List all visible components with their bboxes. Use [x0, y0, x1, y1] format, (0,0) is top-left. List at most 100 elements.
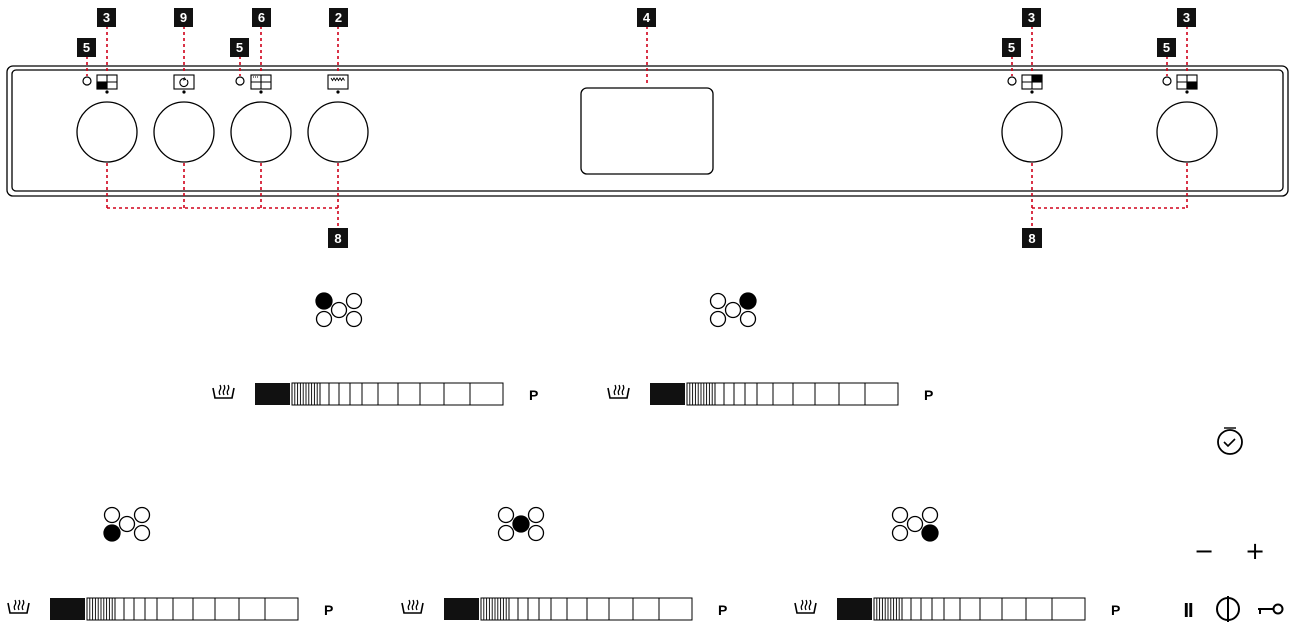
power-level-segment[interactable] [319, 382, 330, 406]
power-row-center[interactable]: P [401, 597, 727, 621]
knob-left-2[interactable] [153, 101, 215, 163]
power-level-segment[interactable] [756, 382, 774, 406]
pause-button[interactable]: II [1183, 600, 1194, 622]
svg-text:2: 2 [335, 10, 342, 25]
power-level-segment[interactable] [192, 597, 216, 621]
power-level-segment[interactable] [723, 382, 735, 406]
power-level-segment[interactable] [550, 597, 568, 621]
power-level-segment[interactable] [931, 597, 945, 621]
booster-segment[interactable] [444, 598, 479, 620]
burner-front-right-icon [1176, 74, 1198, 90]
power-level-segment[interactable] [156, 597, 174, 621]
power-level-segment[interactable] [959, 597, 981, 621]
power-level-segment[interactable] [733, 382, 746, 406]
callout-5-b: 5 [230, 38, 249, 57]
low-level-segments[interactable] [480, 597, 510, 621]
plus-button[interactable]: + [1245, 537, 1265, 565]
power-level-segment[interactable] [419, 382, 445, 406]
minus-button[interactable]: − [1194, 537, 1214, 565]
power-boost-label[interactable]: P [324, 602, 333, 618]
booster-segment[interactable] [255, 383, 290, 405]
power-level-segment[interactable] [144, 597, 158, 621]
low-level-segments[interactable] [873, 597, 903, 621]
power-level-segment[interactable] [338, 382, 351, 406]
knob-right-1[interactable] [1001, 101, 1063, 163]
power-row-back-left[interactable]: P [7, 597, 333, 621]
low-level-segments[interactable] [686, 382, 716, 406]
power-level-segment[interactable] [172, 597, 194, 621]
power-level-segment[interactable] [714, 382, 725, 406]
knob-left-3[interactable] [230, 101, 292, 163]
power-level-segment[interactable] [517, 597, 529, 621]
power-level-segment[interactable] [658, 597, 693, 621]
power-level-segment[interactable] [214, 597, 240, 621]
power-level-segment[interactable] [114, 597, 125, 621]
power-level-segment[interactable] [123, 597, 135, 621]
knob-left-1[interactable] [76, 101, 138, 163]
power-boost-label[interactable]: P [924, 387, 933, 403]
callout-8-left: 8 [328, 228, 348, 248]
power-level-segment[interactable] [1025, 597, 1053, 621]
power-level-segment[interactable] [979, 597, 1003, 621]
power-level-segment[interactable] [1051, 597, 1086, 621]
power-level-segment[interactable] [328, 382, 340, 406]
low-level-segments[interactable] [291, 382, 321, 406]
control-panel-frame [6, 65, 1289, 197]
indicator-light-2 [235, 76, 245, 86]
power-level-segment[interactable] [632, 597, 660, 621]
power-level-segment[interactable] [1001, 597, 1027, 621]
callout-3-right-1: 3 [1022, 8, 1041, 27]
power-level-segment[interactable] [361, 382, 379, 406]
power-level-segment[interactable] [920, 597, 933, 621]
display-screen [580, 87, 714, 175]
power-level-segment[interactable] [586, 597, 610, 621]
power-level-segment[interactable] [133, 597, 146, 621]
callout-9: 9 [174, 8, 193, 27]
power-icon[interactable] [1216, 596, 1240, 622]
low-level-segments[interactable] [86, 597, 116, 621]
svg-text:5: 5 [236, 40, 243, 55]
callout-2: 2 [329, 8, 348, 27]
power-level-segment[interactable] [910, 597, 922, 621]
callout-3-left: 3 [97, 8, 116, 27]
knob-right-2[interactable] [1156, 101, 1218, 163]
power-level-segment[interactable] [538, 597, 552, 621]
power-row-front-right[interactable]: P [794, 597, 1120, 621]
power-level-segment[interactable] [864, 382, 899, 406]
burner-back-right-icon [1021, 74, 1043, 90]
power-level-segment[interactable] [744, 382, 758, 406]
power-level-segment[interactable] [608, 597, 634, 621]
power-row-front-left[interactable]: P [212, 382, 538, 406]
callout-3-right-2: 3 [1177, 8, 1196, 27]
power-level-segment[interactable] [943, 597, 961, 621]
timer-clock-icon[interactable] [1217, 427, 1243, 455]
power-level-segment[interactable] [508, 597, 519, 621]
power-level-segment[interactable] [469, 382, 504, 406]
power-level-segment[interactable] [397, 382, 421, 406]
power-level-segment[interactable] [814, 382, 840, 406]
power-level-segment[interactable] [901, 597, 912, 621]
rotisserie-icon [173, 74, 195, 90]
power-level-segment[interactable] [838, 382, 866, 406]
booster-segment[interactable] [650, 383, 685, 405]
booster-segment[interactable] [837, 598, 872, 620]
callout-5-d: 5 [1157, 38, 1176, 57]
power-level-segment[interactable] [792, 382, 816, 406]
power-level-segment[interactable] [443, 382, 471, 406]
power-row-back-right[interactable]: P [607, 382, 933, 406]
power-level-segment[interactable] [527, 597, 540, 621]
grill-icon [327, 74, 349, 90]
power-level-segment[interactable] [772, 382, 794, 406]
power-level-segment[interactable] [238, 597, 266, 621]
booster-segment[interactable] [50, 598, 85, 620]
power-level-segment[interactable] [566, 597, 588, 621]
power-boost-label[interactable]: P [1111, 602, 1120, 618]
knob-left-4[interactable] [307, 101, 369, 163]
power-level-segment[interactable] [377, 382, 399, 406]
power-boost-label[interactable]: P [529, 387, 538, 403]
power-level-segment[interactable] [349, 382, 363, 406]
svg-text:9: 9 [180, 10, 187, 25]
key-lock-icon[interactable] [1258, 603, 1284, 615]
power-level-segment[interactable] [264, 597, 299, 621]
power-boost-label[interactable]: P [718, 602, 727, 618]
